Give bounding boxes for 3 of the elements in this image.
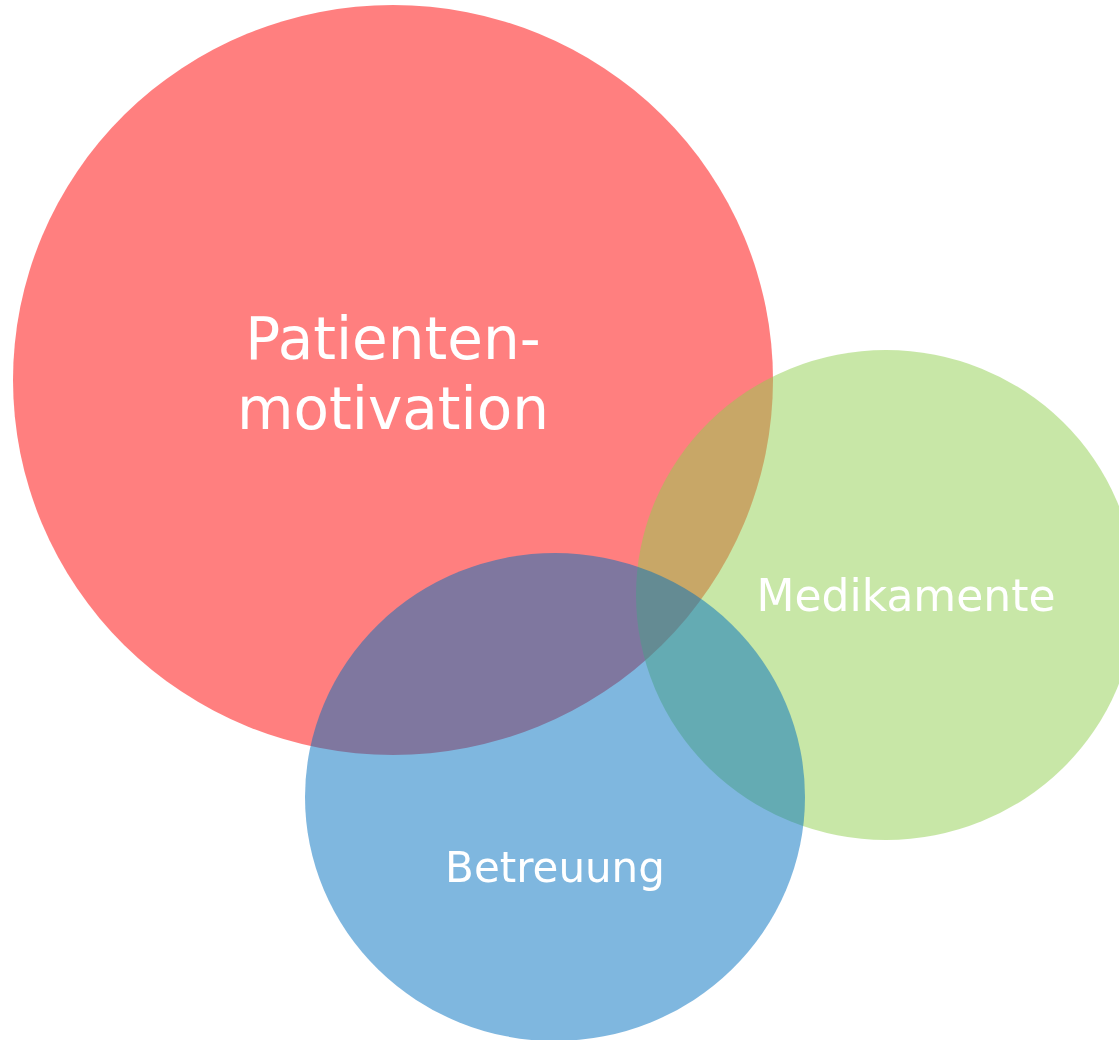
- circle-label: Betreuung: [444, 843, 666, 894]
- circle-label: Medikamente: [755, 570, 1057, 623]
- circle-label: Patienten- motivation: [236, 305, 550, 445]
